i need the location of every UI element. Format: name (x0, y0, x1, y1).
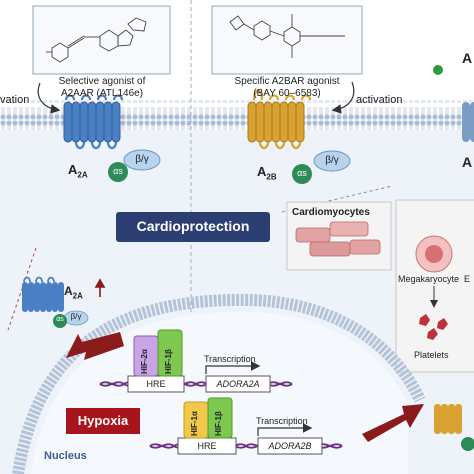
a2a-upregulated-label: A2A (64, 284, 83, 300)
a2b-agonist-caption: Specific A2BAR agonist (BAY 60–6583) (222, 76, 352, 100)
activation-label-left: vation (0, 94, 30, 106)
nucleus-label: Nucleus (44, 450, 87, 462)
adora2b-gene-label: ADORA2B (268, 441, 312, 451)
a2b-label-letter: A (257, 164, 267, 179)
a2b-agonist-caption-line2: (BAY 60–6583) (253, 88, 321, 99)
cardioprotection-label: Cardioprotection (136, 218, 250, 234)
agonist-dot (433, 65, 443, 75)
megakaryocyte-tail-label: E (464, 274, 471, 284)
a2b-agonist-caption-line1: Specific A2BAR agonist (234, 76, 340, 87)
transcription-arrow-bottom (257, 423, 313, 436)
a2b-receptor (247, 89, 312, 150)
megakaryocyte-cell (415, 235, 453, 273)
a2a-label-letter: A (68, 162, 78, 177)
megakaryocyte-label: Megakaryocyte (398, 274, 460, 284)
hif1b-subunit-top (157, 329, 183, 377)
transcription-top-label: Transcription (204, 354, 256, 364)
right-edge-label-top: A (462, 50, 473, 66)
a2a-agonist-structure-icon (46, 17, 147, 63)
a2a-up-beta-gamma-label: β/γ (70, 312, 82, 321)
upregulation-arrow-icon (94, 278, 106, 297)
hif1b-bottom-label: HIF-1β (214, 411, 223, 436)
hypoxia-label: Hypoxia (77, 413, 129, 428)
megakaryocyte-panel (395, 199, 474, 373)
a2a-up-label-subscript: 2A (72, 291, 83, 301)
a2b-label-subscript: 2B (266, 172, 277, 182)
a2b-agonist-structure-icon (229, 14, 345, 58)
a2a-g-protein (108, 149, 161, 182)
a2a-receptor-upregulated (22, 276, 89, 328)
cardioprotection-banner (116, 212, 270, 242)
right-edge-receptor (462, 102, 474, 142)
right-edge-label-mid: A (462, 154, 473, 170)
activation-arrow-left (37, 82, 61, 114)
activation-arrow-right (331, 81, 355, 114)
cardiomyocytes-label: Cardiomyocytes (292, 207, 370, 218)
hre-top-label: HRE (146, 379, 166, 389)
a2a-alpha-s-label: αs (113, 166, 123, 176)
activation-label-right: activation (356, 94, 403, 106)
bottom-right-receptor (434, 404, 474, 451)
a2a-agonist-caption-line2: A2AAR (ATL146e) (60, 88, 144, 99)
a2a-receptor-label: A2A (68, 162, 88, 180)
a2a-up-alpha-s-label: αs (56, 316, 64, 323)
a2a-beta-gamma-label: β/γ (135, 154, 149, 165)
transcription-arrow-top (205, 361, 261, 374)
a2b-g-protein (292, 150, 351, 184)
adora2b-gene-box (257, 437, 323, 455)
cardiomyocyte-cells (295, 221, 381, 257)
a2a-up-label-letter: A (64, 284, 73, 298)
a2b-beta-gamma-label: β/γ (325, 155, 339, 166)
nuclear-envelope (12, 293, 426, 474)
a2b-receptor-label: A2B (257, 164, 277, 182)
a2a-agonist-caption: Selective agonist of A2AAR (ATL146e) (44, 76, 160, 100)
hre-bottom-label: HRE (197, 441, 217, 451)
hif-to-a2b-arrow (362, 404, 424, 442)
a2a-agonist-caption-line1: Selective agonist of (58, 76, 146, 87)
a2b-alpha-s-label: αs (297, 168, 307, 178)
hypoxia-banner (66, 408, 140, 434)
hif-to-a2a-arrow (66, 332, 124, 360)
platelets-label: Platelets (414, 350, 449, 360)
hif1b-top-label: HIF-1β (164, 349, 173, 374)
a2a-receptor (63, 94, 124, 150)
hif1b-subunit-bottom (207, 397, 233, 439)
hif1a-label: HIF-1α (190, 411, 199, 436)
adora2a-gene-box (205, 375, 271, 393)
a2b-agonist-structure-box (211, 5, 363, 75)
hif2a-label: HIF-2α (140, 349, 149, 374)
platelet-cells (419, 314, 448, 340)
a2a-label-subscript: 2A (77, 170, 88, 180)
a2a-agonist-structure-box (32, 5, 171, 75)
adora2a-gene-label: ADORA2A (216, 379, 260, 389)
transcription-bottom-label: Transcription (256, 416, 308, 426)
